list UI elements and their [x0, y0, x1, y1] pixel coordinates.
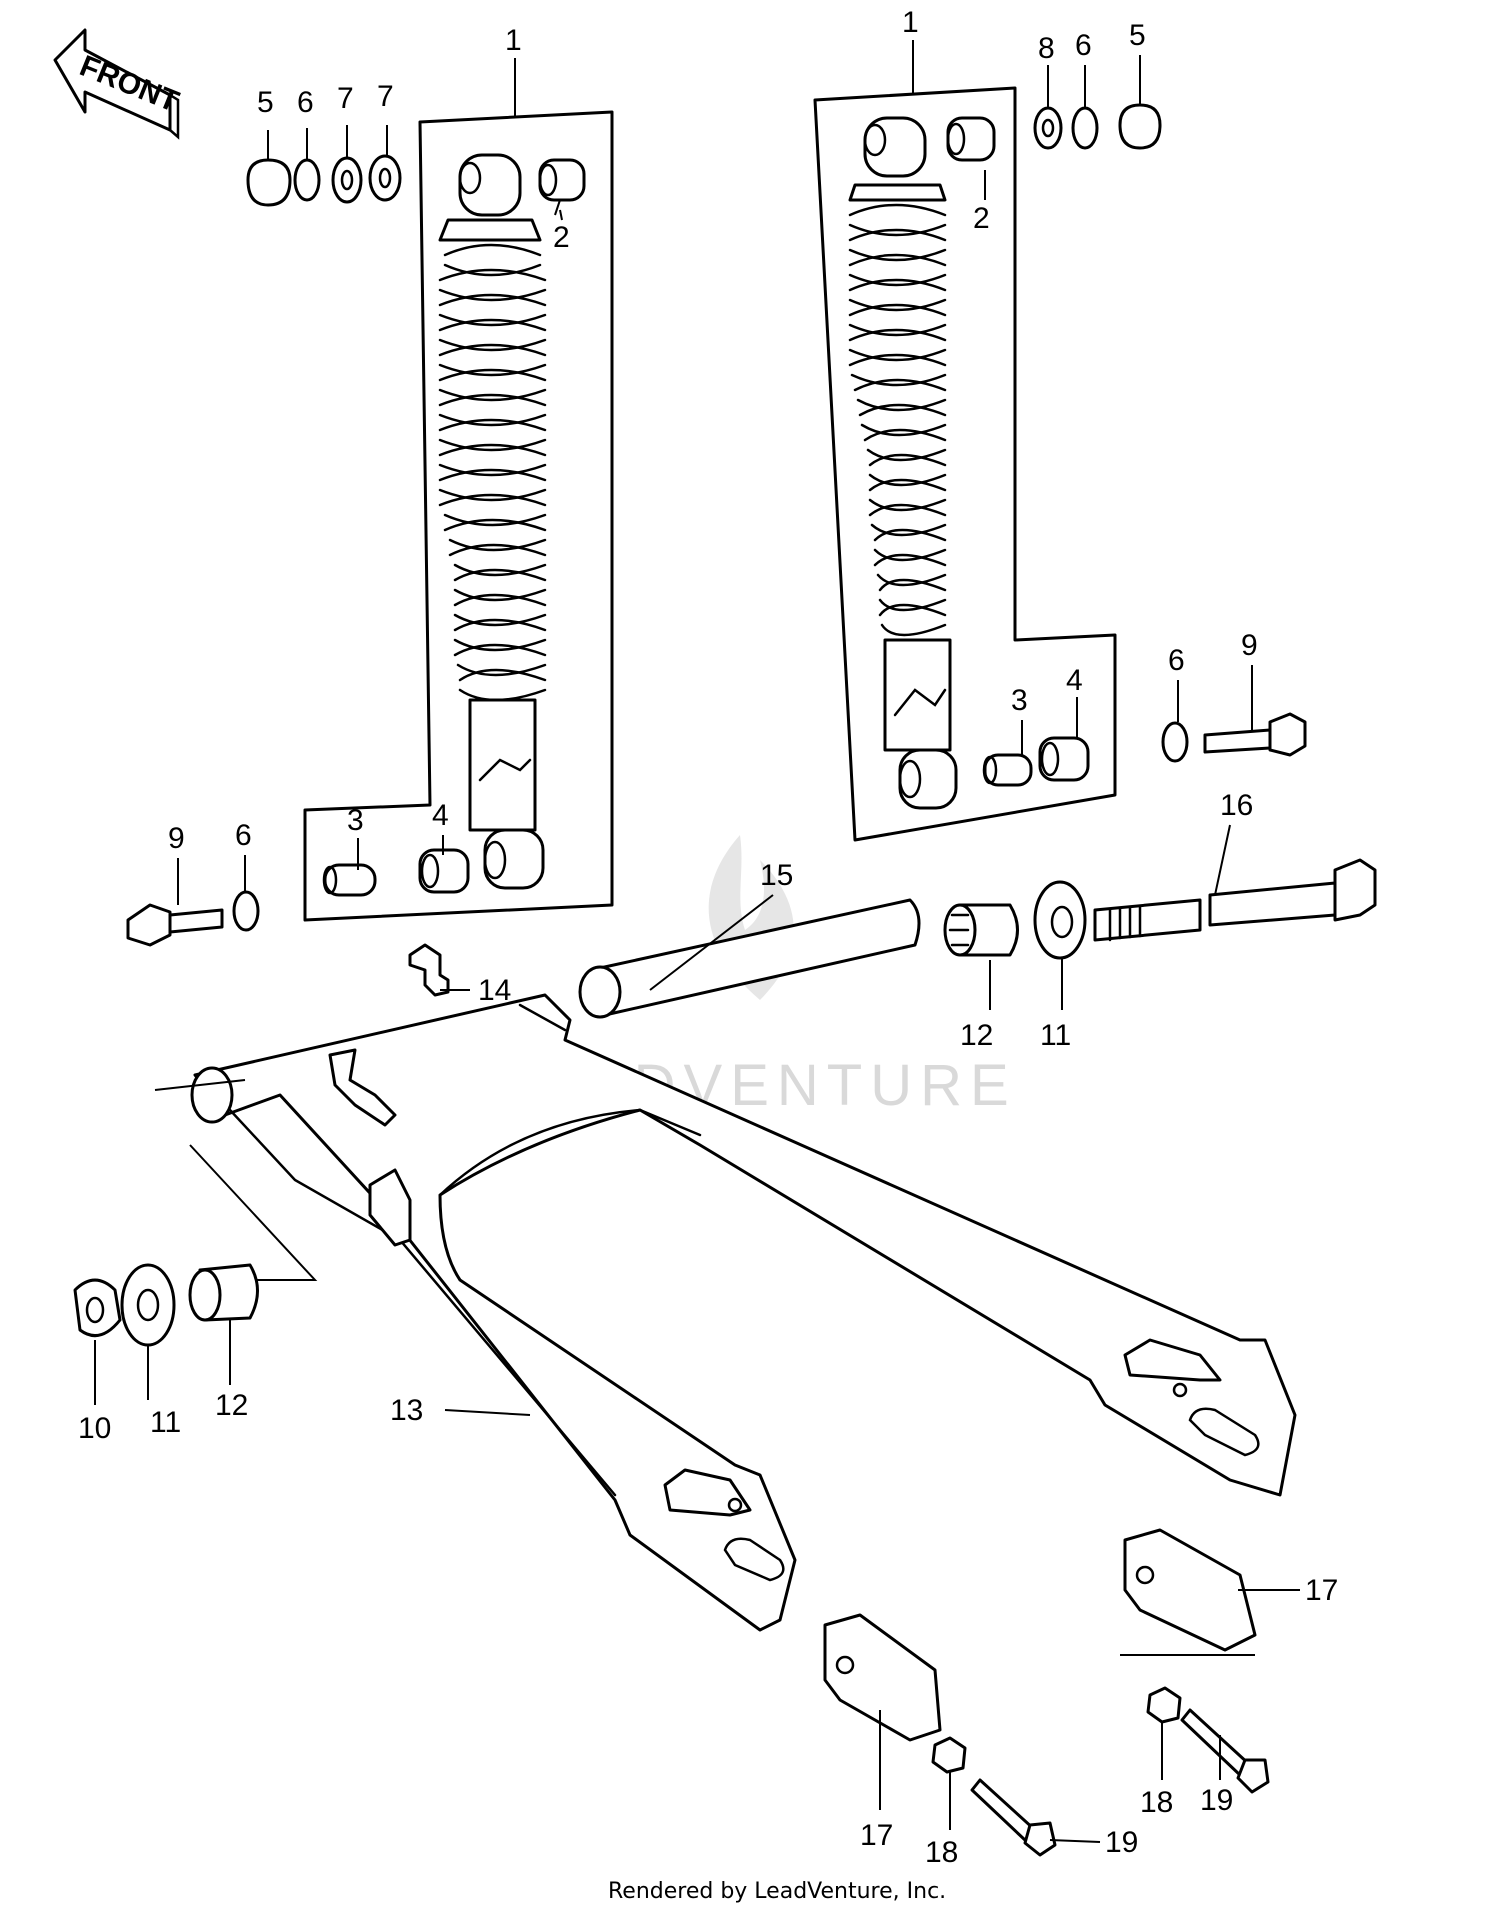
callout-14: 14 [478, 974, 511, 1007]
nut-18-right [1146, 1686, 1182, 1724]
right-spacer-3 [983, 753, 1033, 787]
callout-4-left: 4 [432, 799, 449, 832]
callout-17-right: 17 [1305, 1574, 1338, 1607]
right-pivot-washer-11 [1033, 880, 1087, 960]
chain-adjuster-17-right [1123, 1528, 1257, 1652]
callout-2-left: 2 [553, 221, 570, 254]
left-shock-group [303, 110, 614, 922]
callout-6-left-lower: 6 [235, 819, 252, 852]
right-bushing-4 [1038, 736, 1090, 782]
right-shock-group [813, 86, 1117, 842]
callout-3-right: 3 [1011, 684, 1028, 717]
right-top-hardware [1033, 103, 1162, 150]
chain-adjuster-17-left [823, 1613, 942, 1742]
swingarm-13 [190, 993, 1297, 1632]
callout-6-left-top: 6 [297, 86, 314, 119]
bolt-9-right-head [1268, 712, 1307, 757]
bolt-19-right-head [1236, 1758, 1270, 1794]
callout-9-left: 9 [168, 822, 185, 855]
swingarm-bracket-mid [368, 1168, 412, 1247]
cap-nut-5-right [1118, 103, 1162, 150]
cap-nut-5-left [246, 158, 292, 207]
callout-5-right: 5 [1129, 19, 1146, 52]
grease-nipple-14 [408, 943, 450, 997]
nut-10 [73, 1278, 122, 1338]
swingarm-pivot-left [190, 1066, 234, 1124]
callout-9-right: 9 [1241, 629, 1258, 662]
swingarm-rear-right-plate [1123, 1338, 1222, 1382]
callout-7-left-b: 7 [377, 80, 394, 113]
callout-5-left: 5 [257, 86, 274, 119]
leader-lines [94, 40, 1300, 1843]
callout-4-right: 4 [1066, 664, 1083, 697]
callout-17-left: 17 [860, 1819, 893, 1852]
callout-6-right-top: 6 [1075, 29, 1092, 62]
washer-6-lower-left [232, 890, 260, 932]
bolt-9-left-head [126, 903, 172, 947]
right-shock-spring [848, 183, 947, 637]
callout-7-left-a: 7 [337, 82, 354, 115]
left-pivot-hardware [73, 1079, 318, 1347]
nut-18-left [931, 1736, 967, 1774]
callout-19-right: 19 [1200, 1784, 1233, 1817]
callout-10: 10 [78, 1412, 111, 1445]
callout-8: 8 [1038, 32, 1055, 65]
callout-13: 13 [390, 1394, 423, 1427]
callout-2-right: 2 [973, 202, 990, 235]
callout-18-right: 18 [1140, 1786, 1173, 1819]
callout-11-left: 11 [150, 1406, 181, 1439]
footer-credit: Rendered by LeadVenture, Inc. [608, 1879, 946, 1904]
callout-12-left: 12 [215, 1389, 248, 1422]
pivot-shaft-16 [1093, 858, 1377, 942]
washer-6-left [293, 158, 321, 202]
right-shock-bottom-eye [898, 748, 958, 810]
washer-6-lower-right [1161, 721, 1189, 763]
pivot-tube-15 [578, 898, 921, 1019]
callout-15: 15 [760, 859, 793, 892]
callout-11-right: 11 [1040, 1019, 1071, 1052]
callout-1-left: 1 [505, 24, 522, 57]
washer-7-left-a [331, 156, 363, 204]
left-lower-bolt [126, 890, 260, 947]
bolt-19-left-shank [970, 1778, 1037, 1842]
left-top-hardware [246, 154, 402, 207]
washer-11-left [120, 1263, 176, 1347]
bolt-9-left-shank [168, 908, 224, 934]
callout-3-left: 3 [347, 804, 364, 837]
washer-6-right [1071, 106, 1099, 150]
callout-18-left: 18 [925, 1836, 958, 1869]
callout-1-right: 1 [902, 6, 919, 39]
right-pivot-bushing-12 [943, 903, 1019, 957]
right-lower-bolt [1161, 712, 1307, 763]
right-shock-top-eye [863, 116, 927, 178]
callout-12-right: 12 [960, 1019, 993, 1052]
left-shock-bottom-eye [483, 828, 545, 890]
washer-7-left-b [368, 154, 402, 202]
bolt-19-left-head [1023, 1821, 1057, 1857]
callout-16: 16 [1220, 789, 1253, 822]
left-shock-damper [468, 698, 537, 832]
right-shock-damper [883, 638, 952, 752]
left-shock-spring [438, 218, 547, 702]
left-chain-adjuster [823, 1613, 1057, 1857]
callout-6-right-lower: 6 [1168, 644, 1185, 677]
bolt-9-right-shank [1203, 728, 1272, 754]
swingarm-bracket-upper [328, 1048, 397, 1127]
washer-8-right [1033, 106, 1063, 150]
front-arrow: FRONT [53, 28, 183, 140]
bolt-19-right-shank [1180, 1708, 1252, 1777]
callout-19-left: 19 [1105, 1826, 1138, 1859]
callouts: 1 1 2 2 3 3 4 4 5 5 6 6 6 6 7 7 8 9 9 10… [78, 6, 1338, 1869]
front-arrow-icon [53, 28, 172, 132]
right-chain-adjuster [1120, 1528, 1270, 1794]
